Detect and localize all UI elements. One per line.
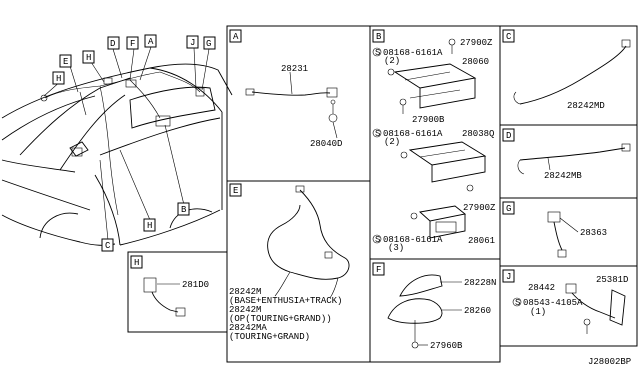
callout-letter: B bbox=[181, 205, 187, 215]
callout-letter: H bbox=[86, 53, 91, 63]
panel-f-letter-box bbox=[372, 262, 385, 276]
part-number: (2) bbox=[384, 137, 400, 147]
panel-j-letter-box bbox=[502, 269, 515, 283]
panel-c: C 28242MD bbox=[499, 25, 638, 126]
panel-h-letter: H bbox=[134, 258, 139, 268]
callout-letter: H bbox=[147, 221, 152, 231]
part-number: 27900Z bbox=[460, 38, 493, 48]
part-number: 27960B bbox=[430, 341, 463, 351]
part-number: 28040D bbox=[310, 139, 342, 149]
panel-d-letter-box bbox=[502, 128, 515, 142]
callout-letter: J bbox=[190, 38, 195, 48]
car-callout-a[interactable]: A bbox=[144, 34, 157, 48]
panel-j: J S 28442 25381D 08543-4105A (1) bbox=[499, 265, 638, 347]
part-number: 25381D bbox=[596, 275, 628, 285]
part-number: 08168-6161A bbox=[383, 235, 443, 245]
part-number: 28242MB bbox=[544, 171, 582, 181]
car-callout-h-bottom[interactable]: H bbox=[143, 218, 156, 232]
part-number: (OP(TOURING+GRAND)) bbox=[229, 314, 332, 324]
panel-c-letter-box bbox=[502, 29, 515, 43]
car-callout-j[interactable]: J bbox=[186, 35, 199, 49]
part-number: 28442 bbox=[528, 283, 555, 293]
panel-a: A 28231 28040D bbox=[226, 25, 371, 182]
car-overview bbox=[1, 63, 233, 246]
callout-letter: D bbox=[110, 39, 115, 49]
part-number: 28228N bbox=[464, 278, 496, 288]
panel-e: E 28242M (BASE+ENTHUSIA+TRACK) 28242M (O… bbox=[226, 180, 371, 363]
part-number: (BASE+ENTHUSIA+TRACK) bbox=[229, 296, 342, 306]
part-number: (TOURING+GRAND) bbox=[229, 332, 310, 342]
part-number: 281D0 bbox=[182, 280, 209, 290]
svg-text:S: S bbox=[375, 48, 380, 58]
panel-c-letter: C bbox=[506, 32, 512, 42]
callout-letter: F bbox=[130, 39, 135, 49]
panel-d: D 28242MB bbox=[499, 124, 638, 199]
callout-letter: H bbox=[56, 74, 61, 84]
svg-text:S: S bbox=[375, 235, 380, 245]
panel-g: G 28363 bbox=[499, 197, 638, 267]
panel-a-letter: A bbox=[233, 32, 239, 42]
panel-a-letter-box bbox=[229, 29, 242, 43]
part-number: 28038Q bbox=[462, 129, 494, 139]
panel-j-letter: J bbox=[506, 272, 511, 282]
panel-b: B 27900Z S 08168-6161A (2) 28060 27900B … bbox=[369, 25, 501, 260]
part-number: 08168-6161A bbox=[383, 129, 443, 139]
callout-letter: G bbox=[206, 39, 211, 49]
part-number: 28242M bbox=[229, 287, 261, 297]
panel-h: H 281D0 bbox=[127, 251, 228, 333]
part-number: 08543-4105A bbox=[523, 298, 583, 308]
panel-g-letter-box bbox=[502, 201, 515, 215]
part-number: 28242MA bbox=[229, 323, 267, 333]
diagram-id: J28002BP bbox=[588, 357, 631, 367]
panel-e-letter-box bbox=[229, 183, 242, 197]
car-callout-h-top[interactable]: H bbox=[82, 50, 95, 64]
panel-d-letter: D bbox=[506, 131, 511, 141]
part-number: 08168-6161A bbox=[383, 48, 443, 58]
svg-text:S: S bbox=[375, 129, 380, 139]
panel-b-letter-box bbox=[372, 29, 385, 43]
part-number: (3) bbox=[388, 243, 404, 253]
panel-f: F 28228N 28260 27960B bbox=[369, 258, 501, 363]
part-number: (2) bbox=[384, 56, 400, 66]
car-callout-c[interactable]: C bbox=[101, 238, 114, 252]
car-callout-g[interactable]: G bbox=[203, 36, 216, 50]
part-number: 27900Z bbox=[463, 203, 496, 213]
car-callout-h-left[interactable]: H bbox=[52, 71, 65, 85]
callout-letter: C bbox=[105, 241, 111, 251]
panel-g-letter: G bbox=[506, 204, 511, 214]
panel-h-letter-box bbox=[130, 255, 143, 269]
part-number: (1) bbox=[530, 307, 546, 317]
part-number: 28363 bbox=[580, 228, 607, 238]
svg-text:S: S bbox=[515, 298, 520, 308]
car-callout-e[interactable]: E bbox=[59, 54, 72, 68]
callout-letter: A bbox=[148, 37, 154, 47]
part-number: 28242M bbox=[229, 305, 261, 315]
part-number: 28260 bbox=[464, 306, 491, 316]
panel-f-letter: F bbox=[376, 265, 381, 275]
part-number: 28061 bbox=[468, 236, 495, 246]
part-number: 27900B bbox=[412, 115, 445, 125]
car-callout-d[interactable]: D bbox=[107, 36, 120, 50]
part-number: 28231 bbox=[281, 64, 308, 74]
part-number: 28060 bbox=[462, 57, 489, 67]
callout-letter: E bbox=[63, 57, 68, 67]
panel-b-letter: B bbox=[376, 32, 382, 42]
panel-e-letter: E bbox=[233, 186, 238, 196]
car-callout-f[interactable]: F bbox=[126, 36, 139, 50]
part-number: 28242MD bbox=[567, 101, 605, 111]
car-callout-b[interactable]: B bbox=[177, 202, 190, 216]
